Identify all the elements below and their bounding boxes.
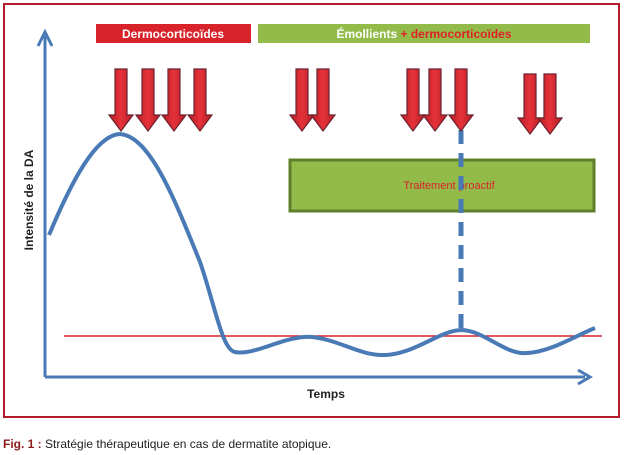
intensity-curve [47,132,596,358]
y-axis-arrowhead [36,28,54,47]
figure-frame [3,3,620,418]
down-arrow-icon [516,73,544,135]
x-axis-label: Temps [307,387,345,401]
down-arrows [107,68,564,135]
down-arrow-icon [107,68,135,132]
emollients-text: Émollients [336,26,397,41]
down-arrow-icon [160,68,188,132]
figure-number: Fig. 1 : [3,437,42,451]
down-arrow-icon [447,68,475,132]
y-axis-label: Intensité de la DA [22,149,36,250]
dermo-header-label: Dermocorticoïdes [122,27,224,41]
treatment-diagram: Dermocorticoïdes Émollients + dermocorti… [22,24,602,401]
down-arrow-icon [309,68,337,132]
down-arrow-icon [134,68,162,132]
x-axis-arrowhead [577,368,593,386]
down-arrow-icon [288,68,316,132]
down-arrow-icon [421,68,449,132]
proactive-treatment-label: Traitement proactif [403,180,495,192]
figure-caption-text: Stratégie thérapeutique en cas de dermat… [41,437,332,451]
figure-caption: Fig. 1 : Stratégie thérapeutique en cas … [3,437,331,451]
down-arrow-icon [536,73,564,135]
dermo-header-box [96,24,251,43]
emollients-header-box [258,24,590,43]
proactive-treatment-box [288,158,596,213]
down-arrow-icon [399,68,427,132]
plus-dermo-text: + dermocorticoïdes [397,27,512,41]
down-arrow-icon [186,68,214,132]
emollients-header-label: Émollients + dermocorticoïdes [336,26,511,41]
